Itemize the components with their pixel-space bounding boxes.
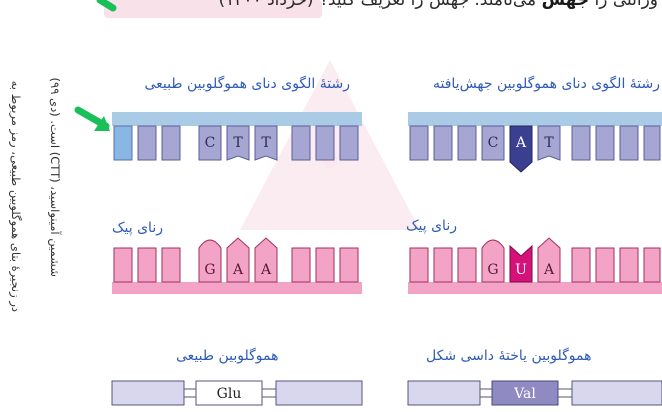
header-part2: می‌نامند. جهش را تعریف کنید؟ (خرداد ۱۴۰۰… [218, 0, 542, 10]
rna-base-g [481, 239, 505, 283]
dna-base [137, 125, 157, 161]
dna-base-t2 [254, 125, 278, 161]
mutant-amino-acid-label: Val [513, 386, 536, 402]
amino-acid-val [491, 380, 559, 406]
mutant-mrna-base-label-1: G [487, 262, 498, 278]
normal-mrna-base-label-2: A [232, 262, 244, 278]
dna-base [457, 125, 477, 161]
dna-base [433, 125, 453, 161]
normal-mrna-base-label-3: A [260, 262, 272, 278]
mutant-dna-base-label-3: T [544, 135, 554, 151]
dna-base-t1 [226, 125, 250, 161]
mutant-protein-label: هموگلوبین یاختهٔ داسی شکل [426, 348, 592, 364]
normal-mrna-label: رنای پیک [112, 220, 163, 236]
normal-dna-label: رشتهٔ الگوی دنای هموگلوبین طبیعی [144, 76, 351, 92]
rna-base [409, 247, 429, 283]
dna-base [571, 125, 591, 161]
header-text: وراثتی را جهش می‌نامند. جهش را تعریف کنی… [219, 0, 658, 10]
dna-base [409, 125, 429, 161]
green-arrow-pointer [74, 106, 110, 131]
dna-base [339, 125, 359, 161]
dna-base [161, 125, 181, 161]
mutant-rna-base-u [509, 244, 533, 283]
rna-base [291, 247, 311, 283]
mutant-dna-label: رشتهٔ الگوی دنای هموگلوبین جهش‌یافته [432, 76, 660, 92]
mutant-mrna-strand: G U A [408, 237, 662, 294]
normal-amino-acid-label: Glu [217, 386, 242, 402]
rna-base-a1 [226, 237, 250, 283]
normal-protein-label: هموگلوبین طبیعی [176, 348, 279, 364]
mutant-mrna-base-label-2: U [515, 262, 527, 278]
normal-dna-base-label-2: T [233, 135, 243, 151]
mutant-protein-chain: Val [407, 380, 662, 406]
mutant-mrna-label: رنای پیک [406, 218, 457, 234]
mutant-dna-strand: C A T [408, 112, 662, 173]
rna-base [137, 247, 157, 283]
mutant-dna-base-label-2: A [515, 135, 527, 151]
dna-base [619, 125, 639, 161]
header-highlight [104, 0, 322, 18]
protein-segment [407, 380, 481, 406]
normal-mrna-strand: G A A [112, 237, 362, 294]
normal-mrna-base-label-1: G [204, 262, 215, 278]
normal-dna-strand: C T T [112, 112, 362, 161]
normal-protein-chain: Glu [111, 380, 363, 406]
mutant-mrna-base-label-3: A [543, 262, 555, 278]
normal-dna-base-label-1: C [205, 135, 216, 151]
normal-dna-base-label-3: T [261, 135, 271, 151]
rna-base [619, 247, 639, 283]
mutant-mrna-backbone [408, 282, 662, 294]
mutant-dna-base-a [509, 125, 533, 173]
dna-base [291, 125, 311, 161]
protein-segment [571, 380, 662, 406]
rna-base [315, 247, 335, 283]
green-arrow-top [96, 0, 117, 12]
rna-base [339, 247, 359, 283]
rna-base [161, 247, 181, 283]
rna-base-g [198, 239, 222, 283]
header-bold-term: جهش [541, 0, 590, 10]
dna-base-c [481, 125, 505, 161]
rna-base [433, 247, 453, 283]
normal-mrna-backbone [112, 282, 362, 294]
dna-base [113, 125, 133, 161]
dna-base-t [537, 125, 561, 161]
mutant-dna-base-label-1: C [488, 135, 499, 151]
question-header: وراثتی را جهش می‌نامند. جهش را تعریف کنی… [100, 0, 662, 30]
header-part1: وراثتی را [589, 0, 658, 10]
rna-base-a [537, 237, 561, 283]
dna-base [643, 125, 661, 161]
normal-dna-backbone [112, 112, 362, 126]
rna-base [643, 247, 661, 283]
rna-base [457, 247, 477, 283]
dna-base [315, 125, 335, 161]
rna-base [571, 247, 591, 283]
rna-base [595, 247, 615, 283]
dna-base-c [198, 125, 222, 161]
protein-segment [275, 380, 363, 406]
rna-base [113, 247, 133, 283]
dna-base [595, 125, 615, 161]
protein-segment [111, 380, 185, 406]
rna-base-a2 [254, 237, 278, 283]
amino-acid-glu [195, 380, 263, 406]
mutant-dna-backbone [408, 112, 662, 126]
